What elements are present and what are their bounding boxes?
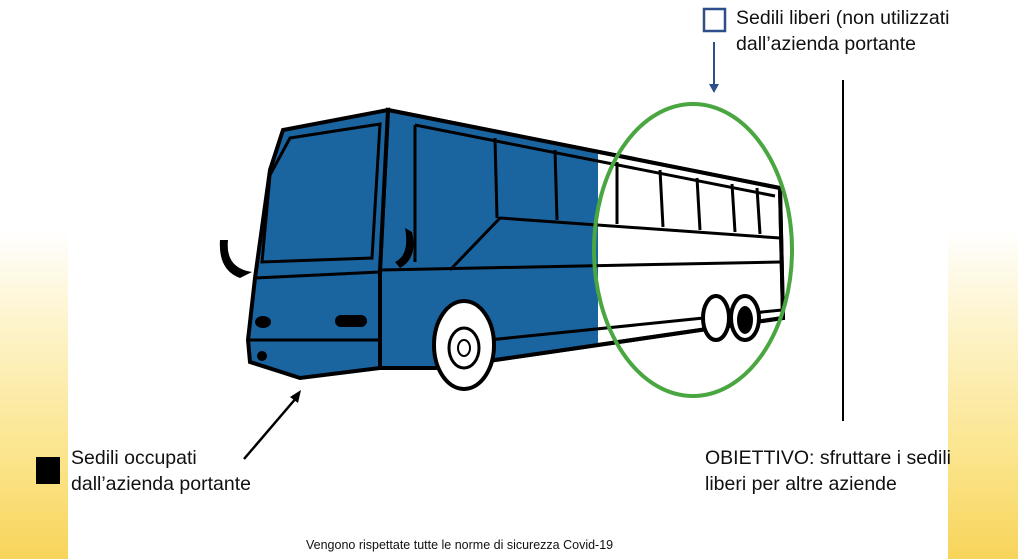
legend-text: Sedili occupati: [71, 447, 197, 469]
objective-line: liberi per altre aziende: [705, 473, 897, 495]
free-seats-legend-square-icon: [702, 7, 727, 33]
free-seats-highlight-ellipse: [592, 102, 794, 398]
rear-wheels: [701, 294, 761, 342]
occupied-seats-legend: Sedili occupati dall’azienda portante: [71, 445, 251, 497]
bus-front: [219, 107, 414, 381]
up-arrow-icon: [243, 390, 301, 460]
legend-text: Sedili liberi (non utilizzati: [736, 7, 950, 29]
legend-text: dall’azienda portante: [71, 473, 251, 495]
footer-note: Vengono rispettate tutte le norme di sic…: [306, 538, 614, 552]
down-arrow-icon: [709, 42, 719, 93]
objective-line: OBIETTIVO: sfruttare i sedili: [705, 447, 951, 469]
legend-text: dall’azienda portante: [736, 33, 916, 55]
front-wheel: [432, 299, 496, 391]
objective-text: OBIETTIVO: sfruttare i sedili liberi per…: [705, 445, 951, 497]
occupied-seats-legend-square-icon: [36, 457, 60, 484]
free-seats-legend: Sedili liberi (non utilizzati dall’azien…: [736, 5, 950, 57]
